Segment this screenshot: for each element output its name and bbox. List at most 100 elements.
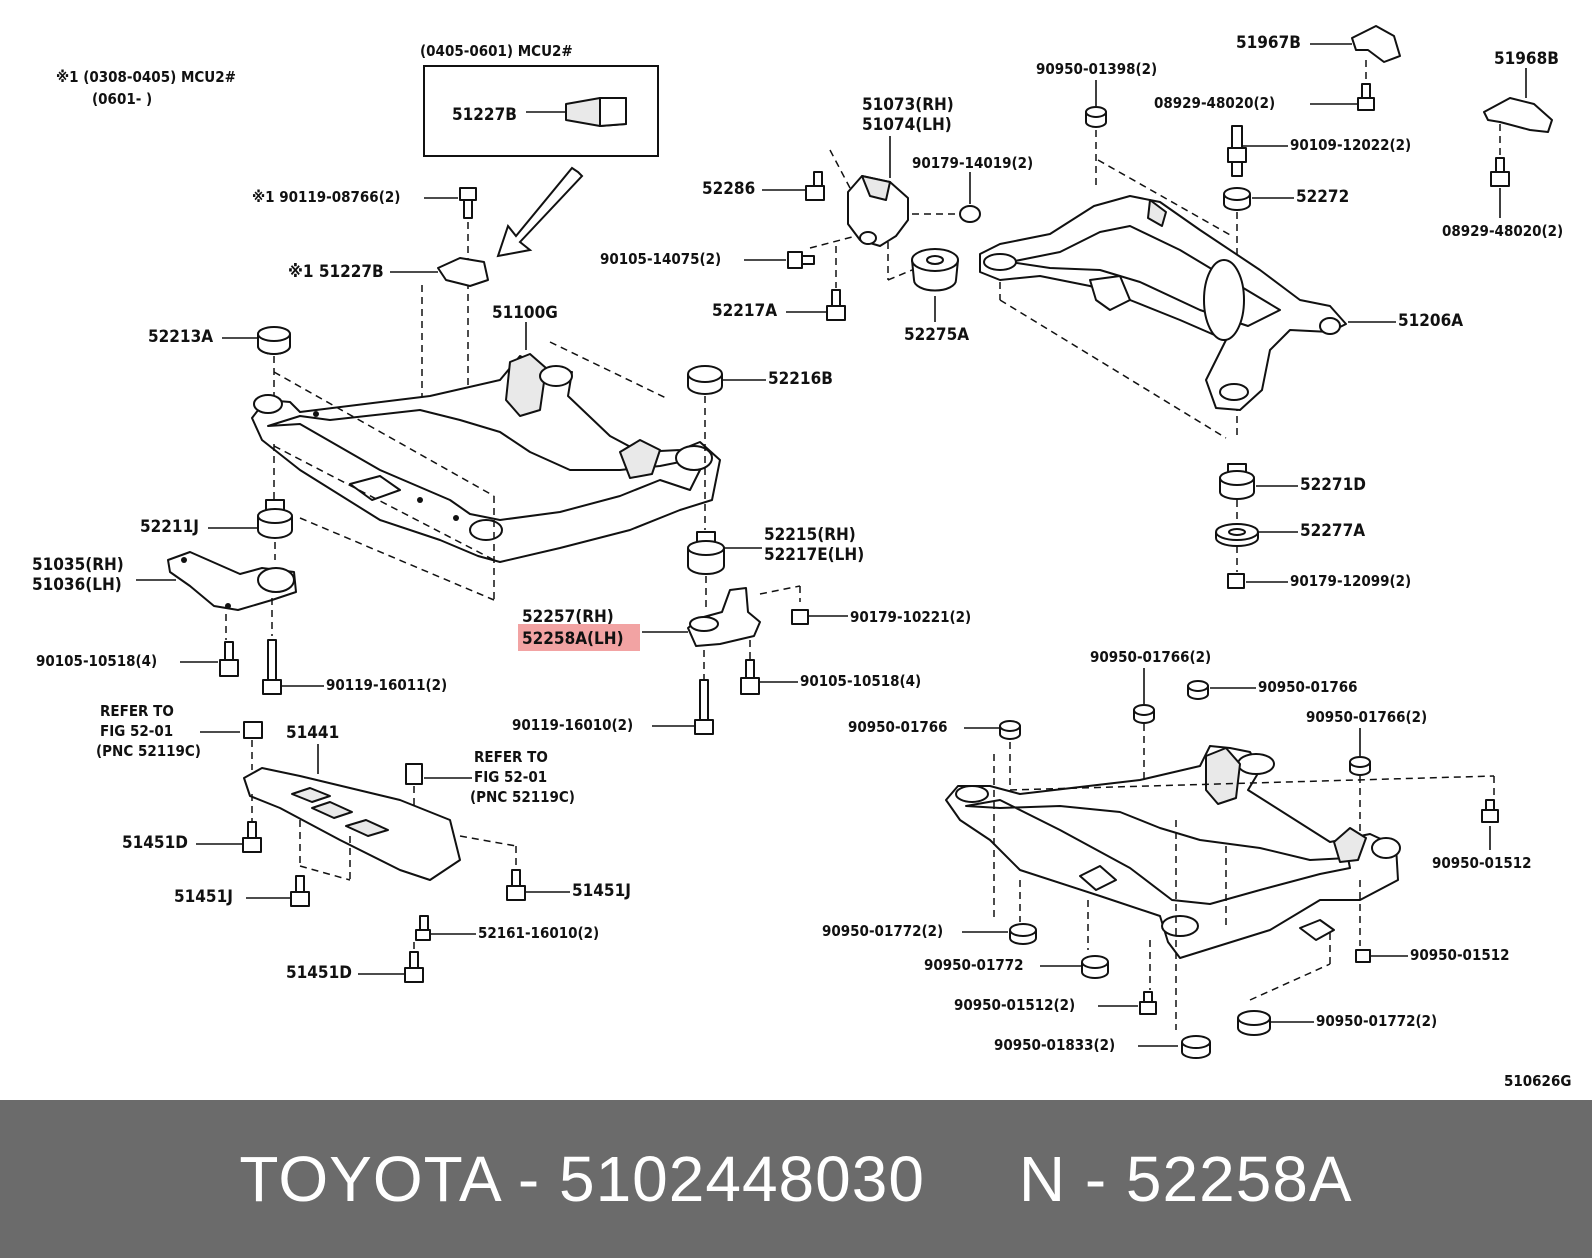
- nut-90179-14019: [959, 205, 981, 223]
- bushing-52275A: [911, 248, 959, 292]
- clip-52161-16010: [415, 915, 431, 941]
- bolt-90119-08766: [459, 187, 477, 219]
- label-90950-01398: 90950-01398(2): [1036, 60, 1157, 78]
- bolt-52217A: [826, 289, 846, 321]
- bolt-90950-01512-b: [1355, 949, 1371, 963]
- label-52215: 52215(RH): [764, 525, 856, 545]
- label-90950-01772-2a: 90950-01772(2): [822, 922, 943, 940]
- bolt-90105-10518-a: [219, 641, 239, 677]
- bolt-90950-01512-a: [1481, 799, 1499, 823]
- cushion-90950-01766-b: [999, 720, 1021, 740]
- label-90950-01766-b: 90950-01766: [848, 718, 948, 736]
- cushion-52216B: [687, 365, 723, 395]
- cushion-90950-01766-2b: [1349, 756, 1371, 776]
- label-52286: 52286: [702, 179, 755, 199]
- cushion-90950-01772-2b: [1237, 1010, 1271, 1036]
- clip-52119C-a: [243, 721, 263, 739]
- label-51967B: 51967B: [1236, 33, 1301, 53]
- cushion-90950-01772-2a: [1009, 923, 1037, 945]
- label-90950-01833: 90950-01833(2): [994, 1036, 1115, 1054]
- nut-90179-10221: [791, 609, 809, 625]
- inset-bracket-part: [526, 97, 627, 127]
- bolt-51451J-a: [290, 875, 310, 907]
- label-52216B: 52216B: [768, 369, 833, 389]
- parts-diagram: ※1 (0308-0405) MCU2# (0601- ) (0405-0601…: [32, 25, 1571, 1090]
- bolt-51451J-b: [506, 869, 526, 901]
- label-90105-10518-a: 90105-10518(4): [36, 652, 157, 670]
- bolt-90950-01512-2: [1139, 991, 1157, 1015]
- figure-code: 510626G: [1504, 1072, 1571, 1090]
- bolt-90119-16011: [262, 639, 282, 695]
- front-subframe-51100G: [251, 353, 721, 563]
- label-refer2-line2: FIG 52-01: [474, 768, 547, 786]
- note-applicability-1: ※1 (0308-0405) MCU2#: [56, 68, 236, 86]
- cushion-52271D: [1219, 463, 1255, 500]
- stopper-52258A: [687, 587, 761, 647]
- bolt-90105-14075: [787, 251, 815, 269]
- label-52275A: 52275A: [904, 325, 969, 345]
- label-52277A: 52277A: [1300, 521, 1365, 541]
- label-51074: 51074(LH): [862, 115, 952, 135]
- engine-under-cover-51441: [243, 767, 461, 881]
- label-90179-14019: 90179-14019(2): [912, 154, 1033, 172]
- inset-arrow-icon: [496, 166, 584, 258]
- cushion-52213A: [257, 326, 291, 355]
- label-90950-01512-a: 90950-01512: [1432, 854, 1532, 872]
- label-08929-48020-b: 08929-48020(2): [1442, 222, 1563, 240]
- highlight-52258A: [518, 624, 640, 651]
- label-51451J-b: 51451J: [572, 881, 631, 901]
- cushion-52272: [1223, 187, 1251, 211]
- label-refer1-line3: (PNC 52119C): [96, 742, 201, 760]
- label-90950-01512-2: 90950-01512(2): [954, 996, 1075, 1014]
- label-51451J-a: 51451J: [174, 887, 233, 907]
- note-applicability-2: (0601- ): [92, 90, 152, 108]
- bolt-08929-48020-a: [1357, 83, 1375, 111]
- inset-title: (0405-0601) MCU2#: [420, 42, 573, 60]
- label-51227B: ※1 51227B: [288, 262, 384, 282]
- cushion-90950-01833: [1181, 1035, 1211, 1059]
- label-52271D: 52271D: [1300, 475, 1366, 495]
- footer-text: TOYOTA - 5102448030 N - 52258A: [239, 1143, 1353, 1215]
- label-52217A: 52217A: [712, 301, 777, 321]
- stopper-bracket-51035: [167, 551, 297, 611]
- label-08929-48020-a: 08929-48020(2): [1154, 94, 1275, 112]
- cushion-90950-01766-a: [1187, 680, 1209, 700]
- label-51035: 51035(RH): [32, 555, 124, 575]
- label-refer2-line3: (PNC 52119C): [470, 788, 575, 806]
- label-51206A: 51206A: [1398, 311, 1463, 331]
- label-90950-01772: 90950-01772: [924, 956, 1024, 974]
- label-52211J: 52211J: [140, 517, 199, 537]
- label-90119-08766: ※1 90119-08766(2): [252, 188, 400, 206]
- label-51100G: 51100G: [492, 303, 558, 323]
- bracket-51968B: [1483, 97, 1553, 133]
- label-51036: 51036(LH): [32, 575, 122, 595]
- bolt-08929-48020-b: [1490, 157, 1510, 187]
- label-51968B: 51968B: [1494, 49, 1559, 69]
- cushion-90950-01398: [1085, 106, 1107, 128]
- label-90950-01766-2b: 90950-01766(2): [1306, 708, 1427, 726]
- label-90950-01512-b: 90950-01512: [1410, 946, 1510, 964]
- clip-52119C-b: [405, 763, 423, 785]
- label-90119-16010: 90119-16010(2): [512, 716, 633, 734]
- bracket-51967B: [1351, 25, 1401, 63]
- label-refer1-line1: REFER TO: [100, 702, 174, 720]
- label-90179-10221: 90179-10221(2): [850, 608, 971, 626]
- label-51073: 51073(RH): [862, 95, 954, 115]
- label-52213A: 52213A: [148, 327, 213, 347]
- label-90105-10518-b: 90105-10518(4): [800, 672, 921, 690]
- stud-90109-12022: [1227, 125, 1247, 177]
- bolt-90105-10518-b: [740, 659, 760, 695]
- bolt-52286: [805, 171, 825, 201]
- bolt-90119-16010: [694, 679, 714, 735]
- label-51441: 51441: [286, 723, 339, 743]
- label-52217E: 52217E(LH): [764, 545, 864, 565]
- label-51451D-b: 51451D: [286, 963, 352, 983]
- label-90105-14075: 90105-14075(2): [600, 250, 721, 268]
- bolt-51451D-a: [242, 821, 262, 853]
- label-90950-01772-2b: 90950-01772(2): [1316, 1012, 1437, 1030]
- part-number-footer: TOYOTA - 5102448030 N - 52258A: [0, 1100, 1592, 1258]
- label-52257: 52257(RH): [522, 607, 614, 627]
- washer-52277A: [1215, 523, 1259, 547]
- cushion-52211J: [257, 499, 293, 539]
- inset-part-label: 51227B: [452, 105, 517, 125]
